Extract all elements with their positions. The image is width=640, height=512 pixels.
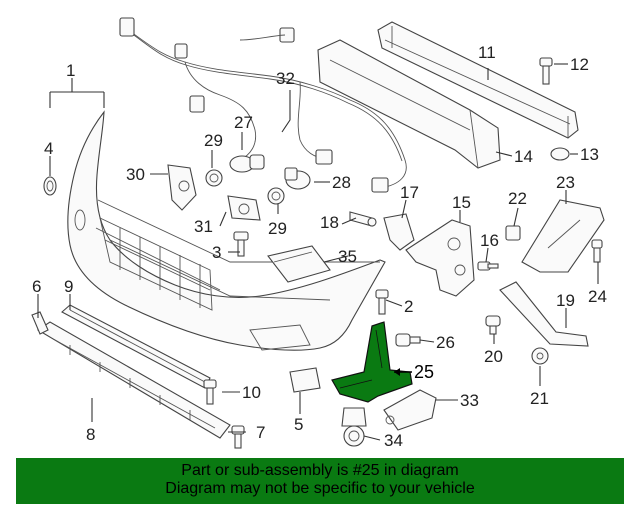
retaining-clip-4[interactable]: [43, 176, 57, 196]
nut-13[interactable]: [550, 147, 570, 161]
bolt-7[interactable]: [231, 425, 245, 449]
wiring-harness[interactable]: [119, 17, 407, 193]
bolt-2[interactable]: [375, 289, 389, 315]
highlighted-part-25[interactable]: [331, 321, 413, 403]
clip-26[interactable]: [395, 333, 421, 347]
bolt-3[interactable]: [233, 231, 249, 257]
callout-33: 33: [460, 391, 479, 410]
callout-29a: 29: [204, 131, 223, 150]
callout-4: 4: [44, 139, 53, 158]
spoiler[interactable]: [36, 321, 231, 439]
callout-16: 16: [480, 231, 499, 250]
callout-10: 10: [242, 383, 261, 402]
sensor-bracket-31[interactable]: [227, 195, 261, 221]
callout-31: 31: [194, 217, 213, 236]
strut-19[interactable]: [499, 281, 589, 347]
mount-bracket-15[interactable]: [405, 219, 475, 297]
callout-21: 21: [530, 389, 549, 408]
callout-8: 8: [86, 425, 95, 444]
bolt-12[interactable]: [539, 57, 553, 85]
sensor-bracket-30[interactable]: [167, 164, 197, 211]
callout-26: 26: [436, 333, 455, 352]
lower-grille[interactable]: [61, 304, 211, 389]
parking-sensor-27[interactable]: [229, 154, 265, 173]
banner-line-1: Part or sub-assembly is #25 in diagram: [181, 462, 459, 479]
bumper-cover[interactable]: [67, 110, 386, 351]
callout-25: 25: [414, 362, 434, 382]
callout-6: 6: [32, 277, 41, 296]
screw-21[interactable]: [531, 347, 549, 365]
callout-27: 27: [234, 113, 253, 132]
energy-absorber[interactable]: [317, 39, 501, 169]
callout-2: 2: [404, 297, 413, 316]
bolt-24[interactable]: [591, 239, 603, 263]
grommet-29a[interactable]: [205, 169, 223, 187]
callout-7: 7: [256, 423, 265, 442]
callout-labels: 1 4 6 9 8 5 7 10 30 31 3 29 27 29 32 28 …: [32, 43, 607, 450]
callout-18: 18: [320, 213, 339, 232]
callout-28: 28: [332, 173, 351, 192]
callout-5: 5: [294, 415, 303, 434]
callout-19: 19: [556, 291, 575, 310]
bolt-16[interactable]: [477, 261, 499, 271]
parking-sensor-28[interactable]: [284, 167, 311, 190]
leader-lines: [37, 63, 599, 441]
clip-20[interactable]: [485, 315, 501, 335]
callout-20: 20: [484, 347, 503, 366]
info-banner: Part or sub-assembly is #25 in diagram D…: [16, 458, 624, 504]
callout-24: 24: [588, 287, 607, 306]
callout-22: 22: [508, 189, 527, 208]
callout-17: 17: [400, 183, 419, 202]
callout-35: 35: [338, 247, 357, 266]
parts-diagram: 1 4 6 9 8 5 7 10 30 31 3 29 27 29 32 28 …: [31, 17, 607, 450]
clip-22[interactable]: [505, 225, 521, 241]
impact-bar[interactable]: [377, 21, 579, 139]
fog-frame-5[interactable]: [289, 367, 321, 393]
control-module-35[interactable]: [267, 245, 331, 283]
grommet-29b[interactable]: [267, 187, 285, 205]
bolt-10[interactable]: [203, 379, 217, 405]
callout-15: 15: [452, 193, 471, 212]
callout-9: 9: [64, 277, 73, 296]
callout-23: 23: [556, 173, 575, 192]
trim-strip[interactable]: [31, 311, 49, 335]
sensor-holder-34[interactable]: [341, 407, 367, 447]
bracket-17[interactable]: [383, 213, 415, 251]
callout-1: 1: [66, 61, 75, 80]
callout-32: 32: [276, 69, 295, 88]
guide-23[interactable]: [521, 199, 605, 273]
callout-14: 14: [514, 147, 533, 166]
sensor-33[interactable]: [383, 389, 437, 431]
callout-3: 3: [212, 243, 221, 262]
callout-11: 11: [478, 43, 496, 62]
banner-line-2: Diagram may not be specific to your vehi…: [165, 480, 475, 497]
callout-13: 13: [580, 145, 599, 164]
pin-18[interactable]: [349, 211, 377, 227]
callout-12: 12: [570, 55, 589, 74]
callout-29b: 29: [268, 219, 287, 238]
callout-34: 34: [384, 431, 403, 450]
callout-30: 30: [126, 165, 145, 184]
